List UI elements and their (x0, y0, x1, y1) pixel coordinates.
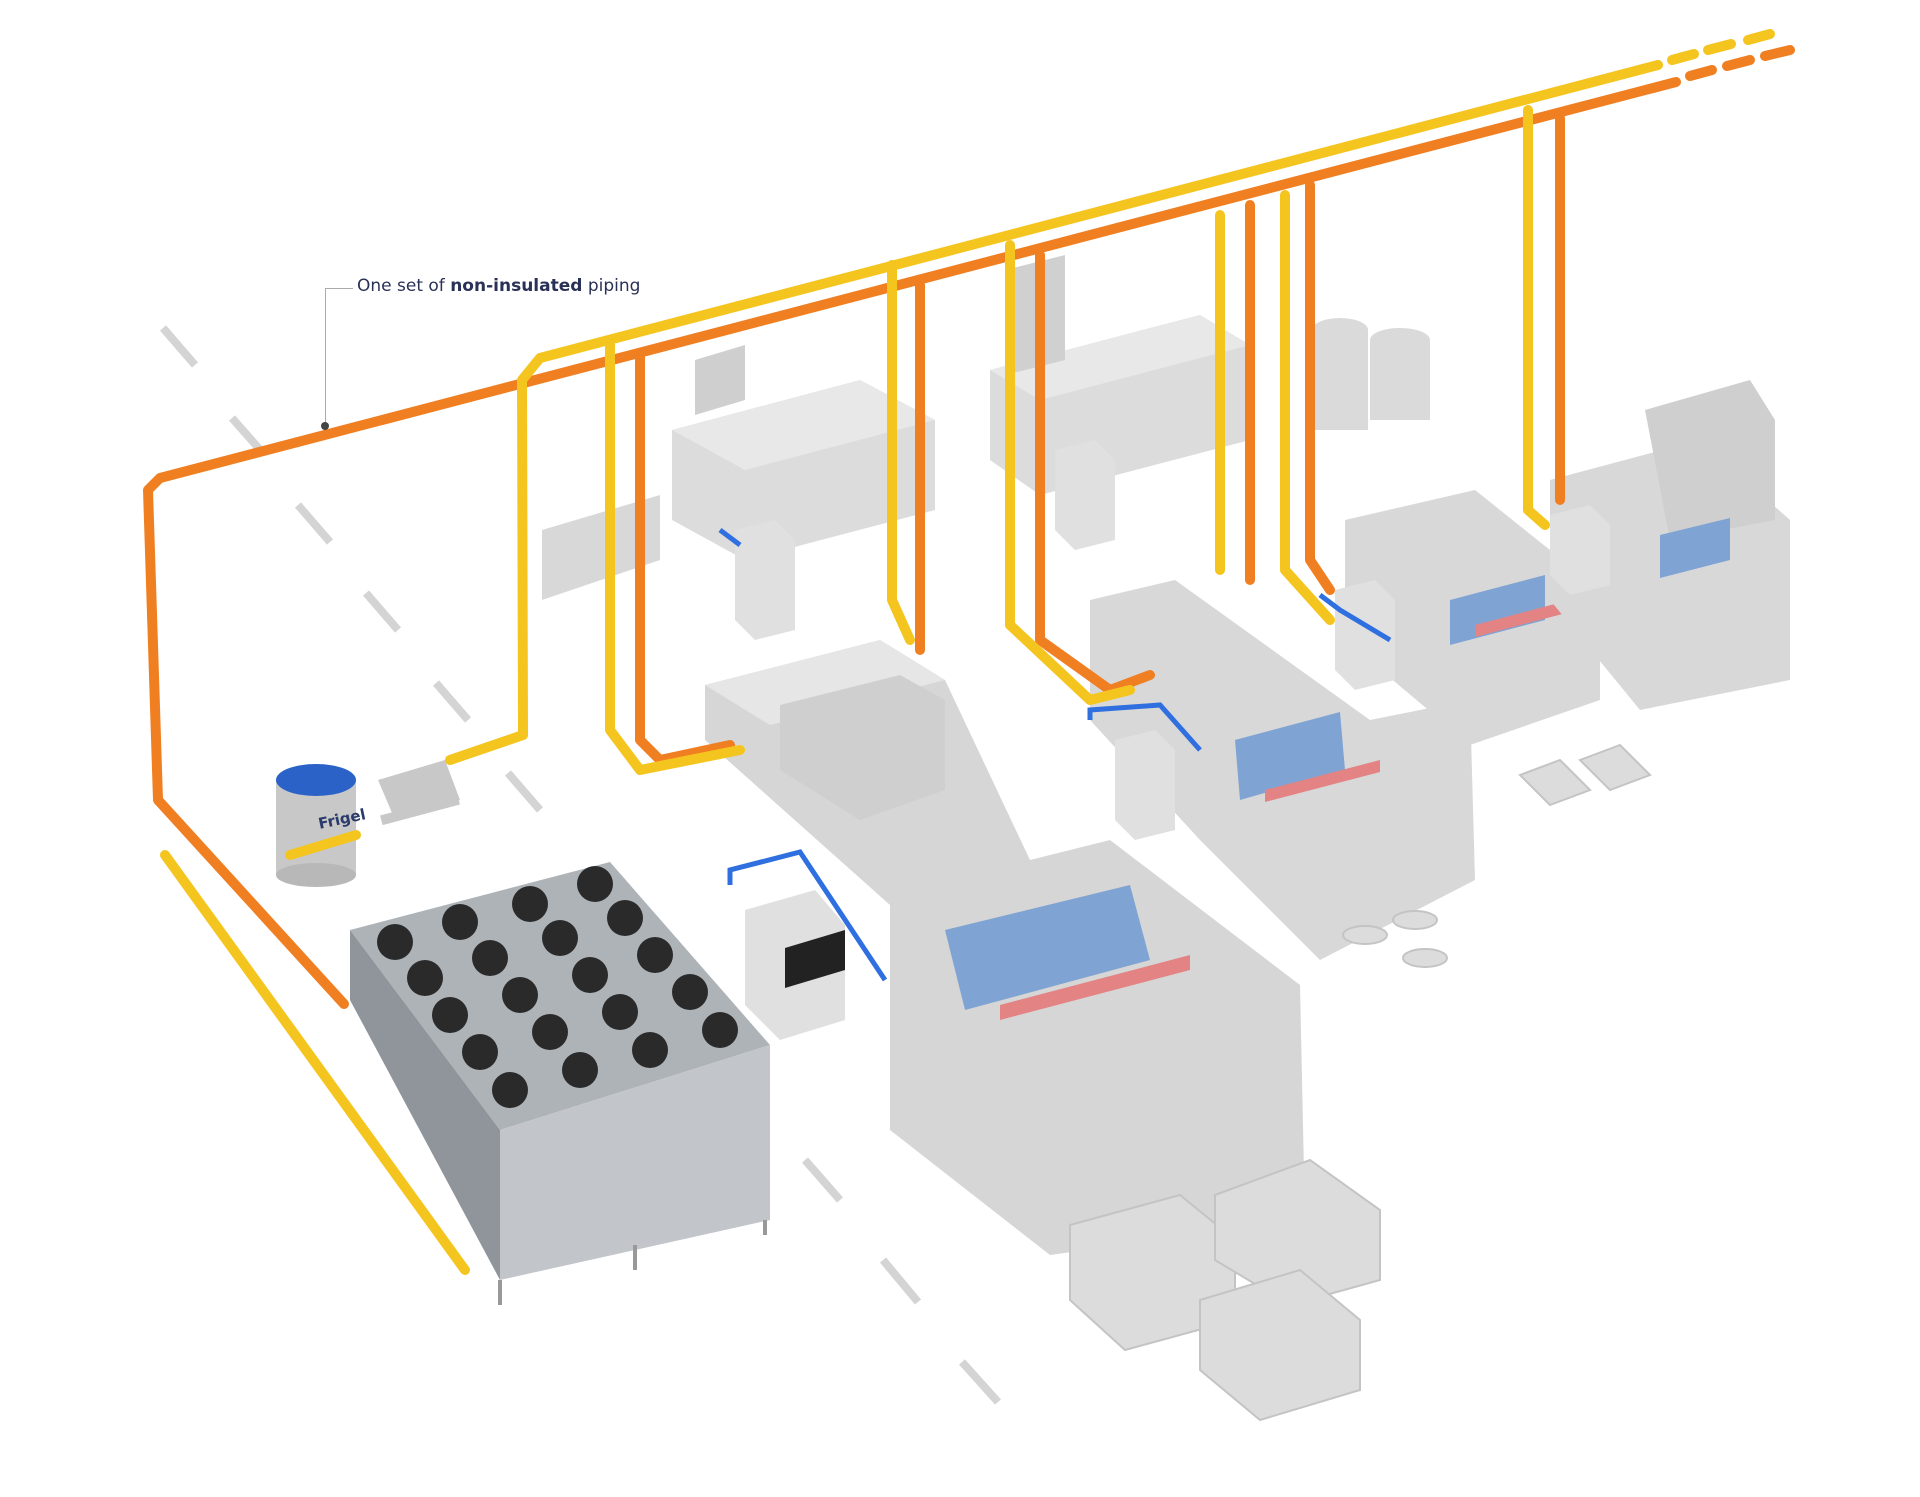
injection-machine-5 (1090, 580, 1475, 960)
annotation-emphasis: non-insulated (450, 276, 583, 296)
piping-annotation: One set of non-insulated piping (357, 276, 640, 296)
annotation-leader-horizontal (325, 288, 353, 289)
injection-machine-3 (1345, 490, 1600, 745)
return-pipe-orange (143, 45, 1795, 1009)
buffer-tank (276, 764, 356, 887)
annotation-prefix: One set of (357, 276, 451, 296)
injection-machine-4 (1550, 380, 1790, 710)
crates-and-buckets (1069, 743, 1652, 1422)
annotation-suffix: piping (582, 276, 641, 296)
floor-lane-markings (159, 325, 1001, 1405)
storage-tanks (1312, 318, 1430, 430)
injection-machine-2 (990, 255, 1250, 495)
annotation-anchor-dot (321, 422, 329, 430)
adiabatic-dry-coolers (350, 862, 770, 1305)
injection-machine-large (705, 640, 1305, 1255)
tcu-units (735, 440, 1610, 1040)
process-pipe-blue (718, 528, 1392, 982)
pump-manifold (378, 760, 460, 826)
injection-machine-1 (542, 345, 935, 600)
supply-pipe-yellow (160, 29, 1775, 1275)
annotation-leader-vertical (325, 288, 326, 426)
